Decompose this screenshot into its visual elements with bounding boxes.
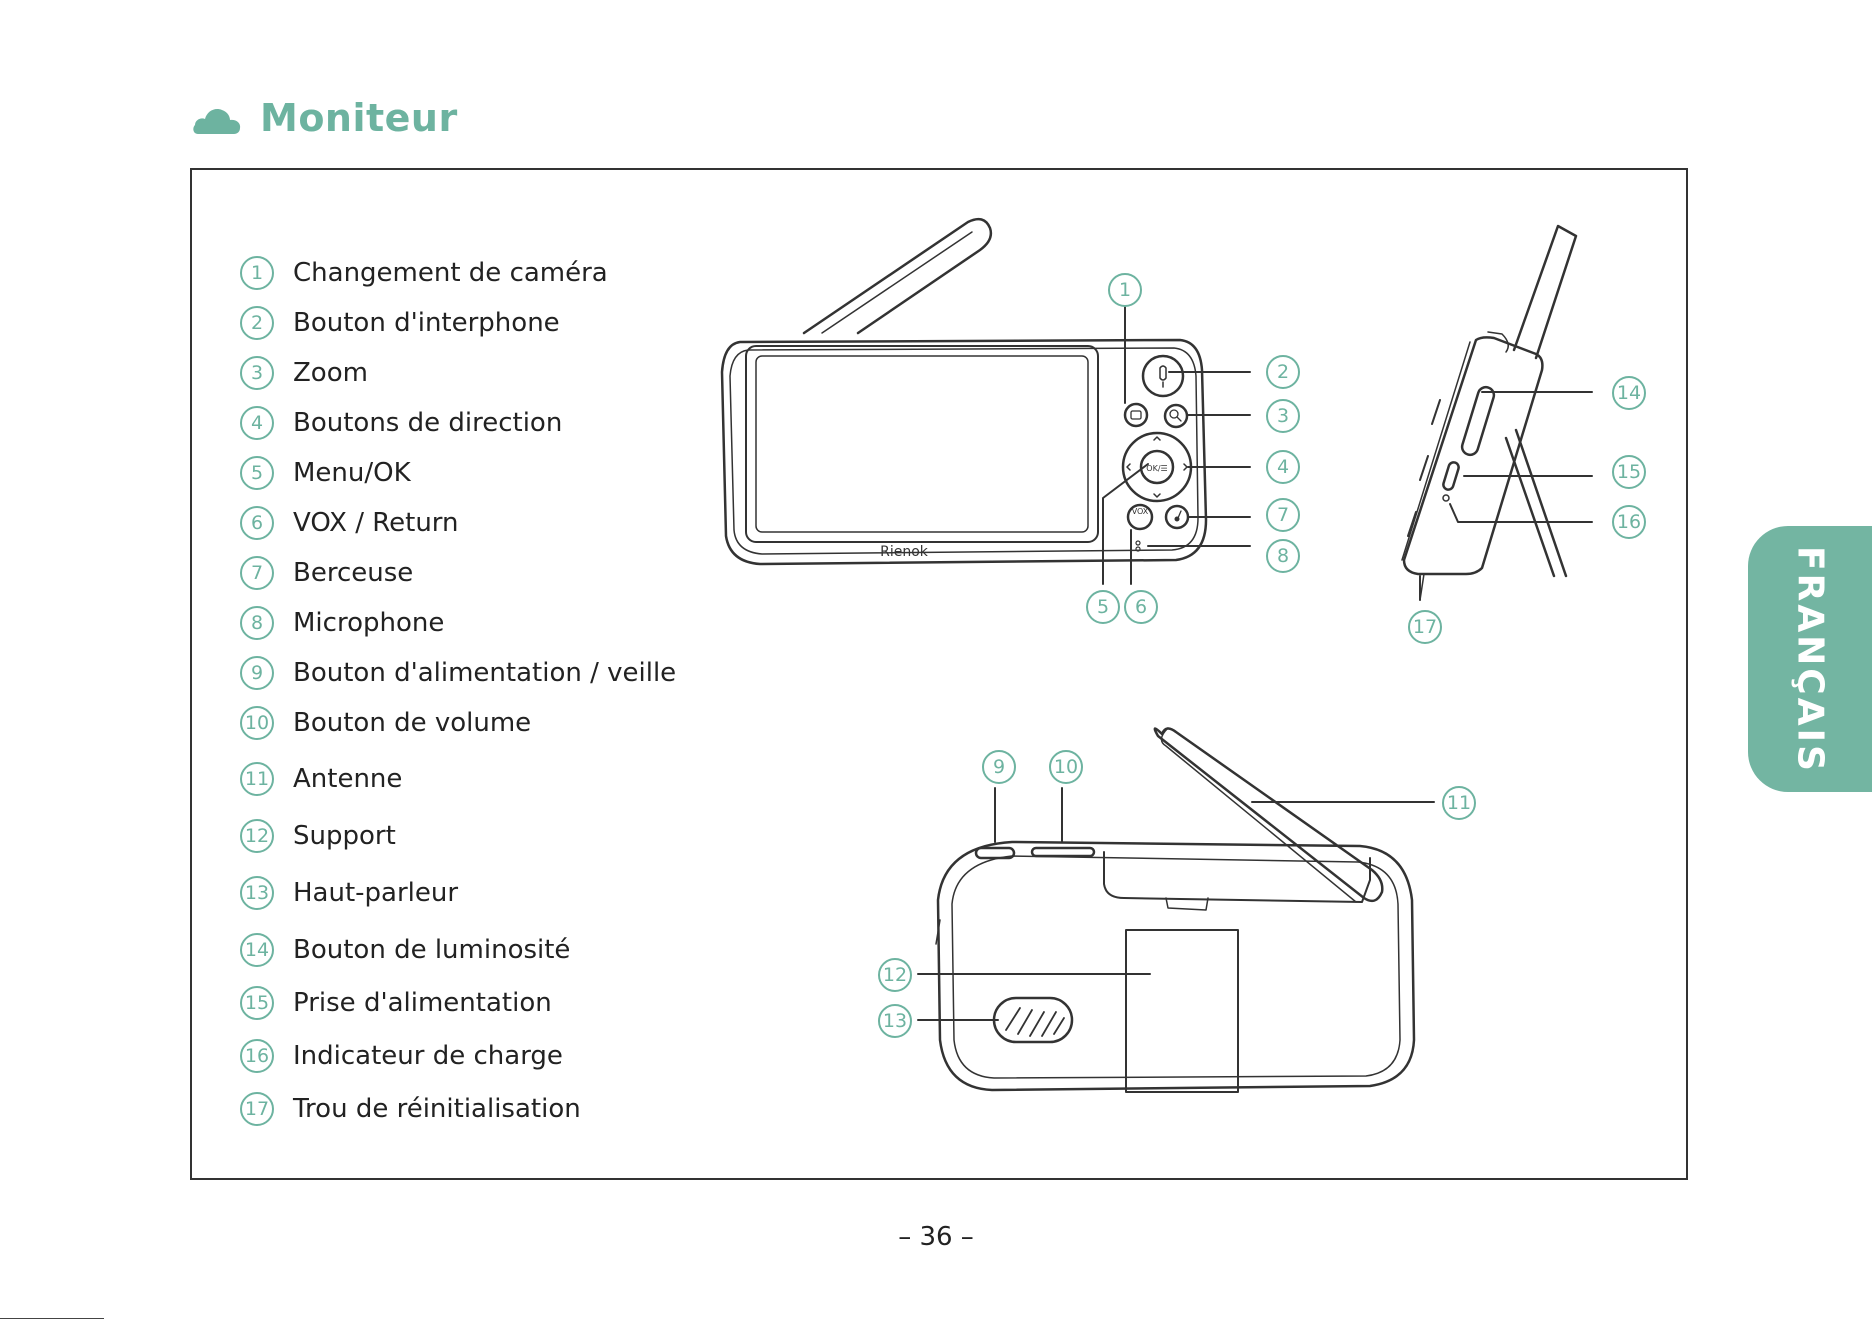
- diagram-frame: [190, 168, 1688, 1180]
- legend-number: 16: [240, 1039, 274, 1073]
- legend-number: 11: [240, 762, 274, 796]
- legend-item: 15 Prise d'alimentation: [240, 986, 552, 1020]
- legend-item: 12 Support: [240, 819, 396, 853]
- legend-number: 10: [240, 706, 274, 740]
- language-tab-label: FRANÇAIS: [1789, 546, 1831, 774]
- legend-number: 13: [240, 876, 274, 910]
- legend-number: 15: [240, 986, 274, 1020]
- page-number: – 36 –: [898, 1222, 974, 1252]
- legend-number: 3: [240, 356, 274, 390]
- legend-item: 6 VOX / Return: [240, 506, 459, 540]
- legend-item: 2 Bouton d'interphone: [240, 306, 560, 340]
- callout-11: 11: [1442, 786, 1476, 820]
- legend-number: 4: [240, 406, 274, 440]
- language-tab: [1748, 526, 1872, 792]
- legend-number: 14: [240, 933, 274, 967]
- legend-item: 13 Haut-parleur: [240, 876, 458, 910]
- legend-label: VOX / Return: [293, 508, 459, 538]
- legend-label: Bouton d'interphone: [293, 308, 560, 338]
- legend-label: Support: [293, 821, 396, 851]
- legend-label: Microphone: [293, 608, 445, 638]
- callout-10: 10: [1049, 750, 1083, 784]
- legend-label: Prise d'alimentation: [293, 988, 552, 1018]
- callout-7: 7: [1266, 498, 1300, 532]
- callout-4: 4: [1266, 450, 1300, 484]
- legend-number: 9: [240, 656, 274, 690]
- legend-label: Menu/OK: [293, 458, 411, 488]
- callout-5: 5: [1086, 590, 1120, 624]
- legend-number: 6: [240, 506, 274, 540]
- legend-number: 2: [240, 306, 274, 340]
- legend-label: Bouton de luminosité: [293, 935, 571, 965]
- callout-13: 13: [878, 1004, 912, 1038]
- legend-item: 9 Bouton d'alimentation / veille: [240, 656, 676, 690]
- cloud-icon: [193, 109, 241, 134]
- legend-number: 12: [240, 819, 274, 853]
- page-title: Moniteur: [260, 96, 458, 140]
- legend-item: 17 Trou de réinitialisation: [240, 1092, 581, 1126]
- legend-label: Boutons de direction: [293, 408, 563, 438]
- legend-label: Changement de caméra: [293, 258, 608, 288]
- legend-label: Haut-parleur: [293, 878, 459, 908]
- legend-item: 16 Indicateur de charge: [240, 1039, 563, 1073]
- callout-15: 15: [1612, 455, 1646, 489]
- callout-8: 8: [1266, 539, 1300, 573]
- callout-2: 2: [1266, 355, 1300, 389]
- legend-label: Trou de réinitialisation: [293, 1094, 581, 1124]
- legend-item: 5 Menu/OK: [240, 456, 411, 490]
- legend-label: Antenne: [293, 764, 403, 794]
- legend-number: 8: [240, 606, 274, 640]
- legend-number: 17: [240, 1092, 274, 1126]
- legend-item: 7 Berceuse: [240, 556, 413, 590]
- footer-rule: [0, 1318, 104, 1319]
- callout-6: 6: [1124, 590, 1158, 624]
- legend-label: Bouton de volume: [293, 708, 532, 738]
- legend-item: 14 Bouton de luminosité: [240, 933, 570, 967]
- legend-item: 10 Bouton de volume: [240, 706, 531, 740]
- callout-1: 1: [1108, 273, 1142, 307]
- callout-16: 16: [1612, 505, 1646, 539]
- legend-item: 4 Boutons de direction: [240, 406, 562, 440]
- section-header: Moniteur: [192, 96, 458, 140]
- callout-9: 9: [982, 750, 1016, 784]
- legend-label: Berceuse: [293, 558, 414, 588]
- legend-item: 3 Zoom: [240, 356, 368, 390]
- legend-item: 1 Changement de caméra: [240, 256, 608, 290]
- legend-number: 5: [240, 456, 274, 490]
- legend-label: Zoom: [293, 358, 368, 388]
- legend-item: 11 Antenne: [240, 762, 402, 796]
- legend-item: 8 Microphone: [240, 606, 444, 640]
- legend-label: Bouton d'alimentation / veille: [293, 658, 677, 688]
- callout-17: 17: [1408, 610, 1442, 644]
- callout-3: 3: [1266, 399, 1300, 433]
- callout-12: 12: [878, 958, 912, 992]
- callout-14: 14: [1612, 376, 1646, 410]
- legend-number: 1: [240, 256, 274, 290]
- legend-label: Indicateur de charge: [293, 1041, 563, 1071]
- legend-number: 7: [240, 556, 274, 590]
